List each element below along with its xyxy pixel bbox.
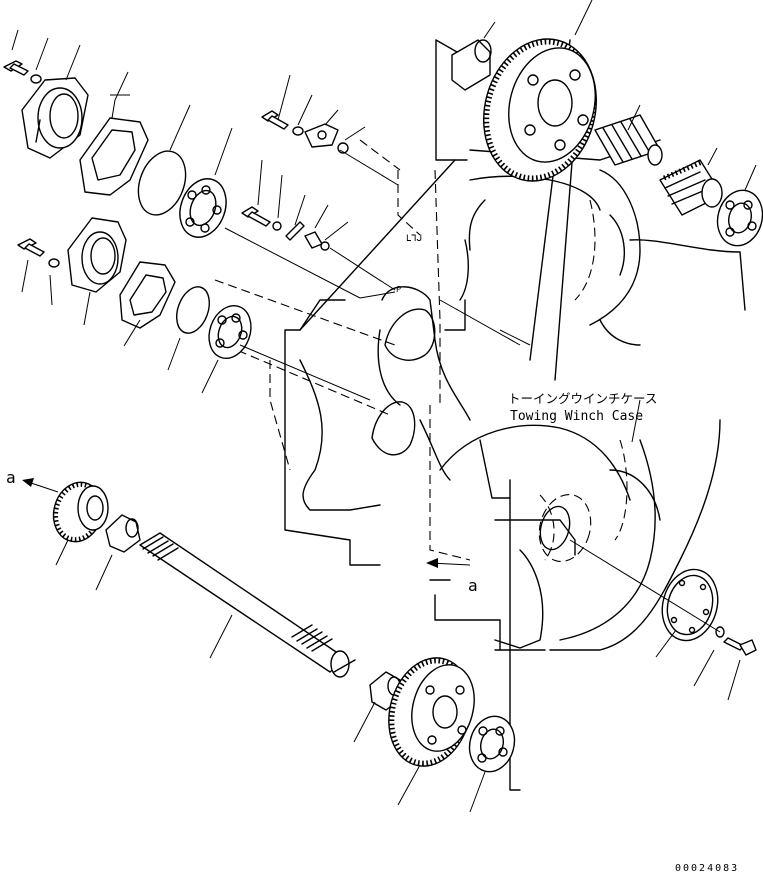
right-cover-plate bbox=[661, 568, 719, 642]
upper-washer bbox=[30, 74, 42, 84]
main-splined-shaft bbox=[139, 532, 356, 678]
towing-winch-case bbox=[214, 39, 746, 791]
upper-o-ring bbox=[137, 150, 187, 216]
right-flange-recess bbox=[538, 493, 592, 563]
lower-left-gear bbox=[52, 481, 109, 543]
upper-cover-flange bbox=[21, 77, 89, 159]
mid-bolt-2 bbox=[241, 206, 271, 227]
upper-gasket bbox=[79, 117, 149, 196]
lower-ball-bearing bbox=[208, 305, 252, 359]
mid-bolt-1 bbox=[261, 110, 289, 130]
view-marker-a-right: a bbox=[468, 576, 478, 595]
arrow-a-right bbox=[426, 558, 471, 568]
large-upper-gear bbox=[483, 38, 597, 182]
towing-winch-case-label-jp: トーイングウインチケース bbox=[508, 391, 657, 406]
mid-fitting bbox=[304, 231, 330, 251]
lower-o-ring bbox=[175, 286, 211, 334]
view-marker-a-left: a bbox=[6, 468, 16, 487]
arrow-a-left bbox=[22, 478, 59, 493]
upper-right-bearing bbox=[716, 189, 763, 247]
lower-right-bearing bbox=[468, 715, 516, 773]
right-bolt bbox=[723, 637, 757, 656]
drawing-number: 00024083 bbox=[675, 863, 739, 874]
mid-pin bbox=[285, 221, 305, 241]
mid-clamp bbox=[304, 123, 339, 148]
leader-lines bbox=[11, 0, 757, 813]
towing-winch-case-label-en: Towing Winch Case bbox=[510, 409, 643, 424]
upper-bushing bbox=[451, 39, 492, 91]
mid-washer-2 bbox=[272, 221, 282, 231]
upper-splined-shaft bbox=[594, 114, 663, 166]
lower-cover-flange bbox=[67, 217, 127, 293]
upper-ball-bearing bbox=[179, 178, 227, 238]
lower-left-bushing bbox=[105, 514, 141, 553]
small-upper-gear bbox=[659, 159, 723, 216]
mid-washer-1 bbox=[292, 126, 304, 136]
assembly-center-lines bbox=[224, 149, 721, 633]
lower-bolt bbox=[17, 238, 45, 257]
lower-washer bbox=[48, 258, 60, 268]
large-lower-gear bbox=[388, 657, 475, 767]
lower-gasket bbox=[119, 261, 176, 329]
hidden-label: ᒪᒣᒍ bbox=[406, 234, 422, 244]
hidden-mark: ᑭ bbox=[396, 285, 401, 294]
upper-bolt bbox=[3, 60, 29, 76]
